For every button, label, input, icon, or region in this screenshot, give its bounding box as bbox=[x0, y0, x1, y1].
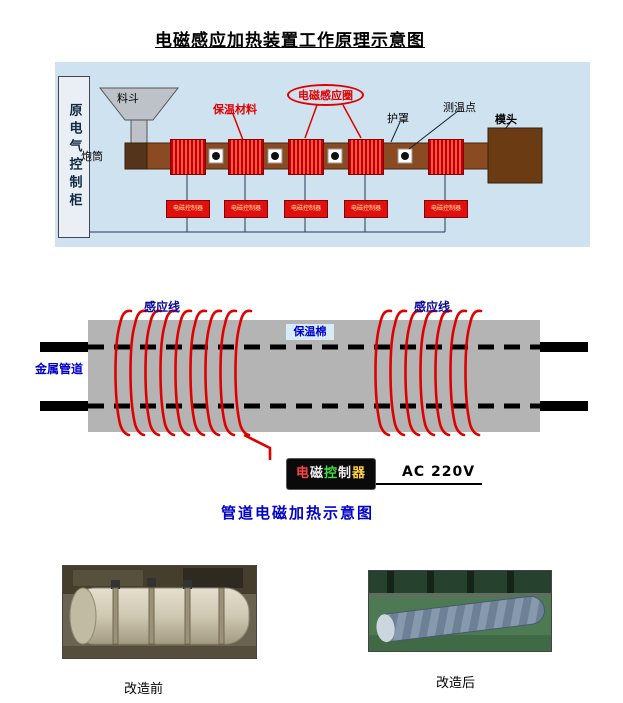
metal-pipe-label: 金属管道 bbox=[34, 362, 83, 376]
power-label: AC 220V bbox=[402, 464, 476, 480]
pipe-diagram-caption: 管道电磁加热示意图 bbox=[220, 504, 374, 522]
main-title: 电磁感应加热装置工作原理示意图 bbox=[155, 31, 425, 51]
temp-point-label: 测温点 bbox=[443, 101, 476, 114]
em-controller-box: 电磁控制器 bbox=[166, 200, 210, 218]
em-controller-box: 电磁控制器 bbox=[284, 200, 328, 218]
pipe-walls bbox=[88, 344, 540, 409]
control-cabinet: 原电气控制柜 bbox=[58, 76, 90, 238]
em-controller-box: 电磁控制器 bbox=[224, 200, 268, 218]
em-controller-box: 电磁控制器 bbox=[344, 200, 388, 218]
control-cabinet-label: 原电气控制柜 bbox=[66, 103, 82, 211]
induction-wire-label-right: 感应线 bbox=[413, 300, 450, 314]
before-label: 改造前 bbox=[124, 682, 164, 697]
induction-coil-label: 电磁感应圈 bbox=[287, 84, 364, 106]
photo-before bbox=[62, 565, 257, 659]
induction-coil-label-wrap: 电磁感应圈 bbox=[287, 84, 364, 106]
hopper-shape bbox=[98, 87, 180, 145]
photo-after bbox=[368, 570, 552, 652]
insulation-label: 保温材料 bbox=[213, 103, 257, 116]
pipe-controller-label: 电磁控制器 bbox=[286, 458, 376, 490]
hopper-label: 料斗 bbox=[117, 92, 139, 105]
pipe-ends bbox=[40, 342, 588, 411]
induction-coil-group bbox=[170, 139, 206, 175]
controller-feed-wire bbox=[243, 433, 272, 460]
temp-points bbox=[208, 148, 413, 164]
induction-wire-label-left: 感应线 bbox=[143, 300, 180, 314]
induction-coil-group bbox=[428, 139, 464, 175]
die-head-label: 模头 bbox=[495, 113, 517, 126]
induction-coil-group bbox=[288, 139, 324, 175]
barrel-label: 炮筒 bbox=[81, 150, 103, 163]
die-head-shape bbox=[487, 127, 543, 184]
label-leaders bbox=[232, 104, 511, 150]
insulation-cotton-label: 保温棉 bbox=[286, 324, 334, 340]
principle-diagram: 原电气控制柜 电磁控制器 电磁控制器 电磁控制器 电磁控制器 电磁控制器 料斗 … bbox=[55, 62, 590, 247]
after-label: 改造后 bbox=[436, 676, 476, 691]
shield-label: 护罩 bbox=[387, 112, 409, 125]
wrapped-pipe bbox=[376, 595, 545, 643]
insulated-tank bbox=[69, 578, 250, 645]
induction-coil-group bbox=[228, 139, 264, 175]
controller-wiring bbox=[88, 173, 446, 233]
photo-after-art bbox=[369, 571, 551, 651]
pipe-diagram: 感应线 感应线 保温棉 金属管道 电磁控制器 AC 220V bbox=[30, 298, 600, 508]
photo-before-art bbox=[63, 566, 256, 658]
em-controller-box: 电磁控制器 bbox=[424, 200, 468, 218]
induction-coil-group bbox=[348, 139, 384, 175]
